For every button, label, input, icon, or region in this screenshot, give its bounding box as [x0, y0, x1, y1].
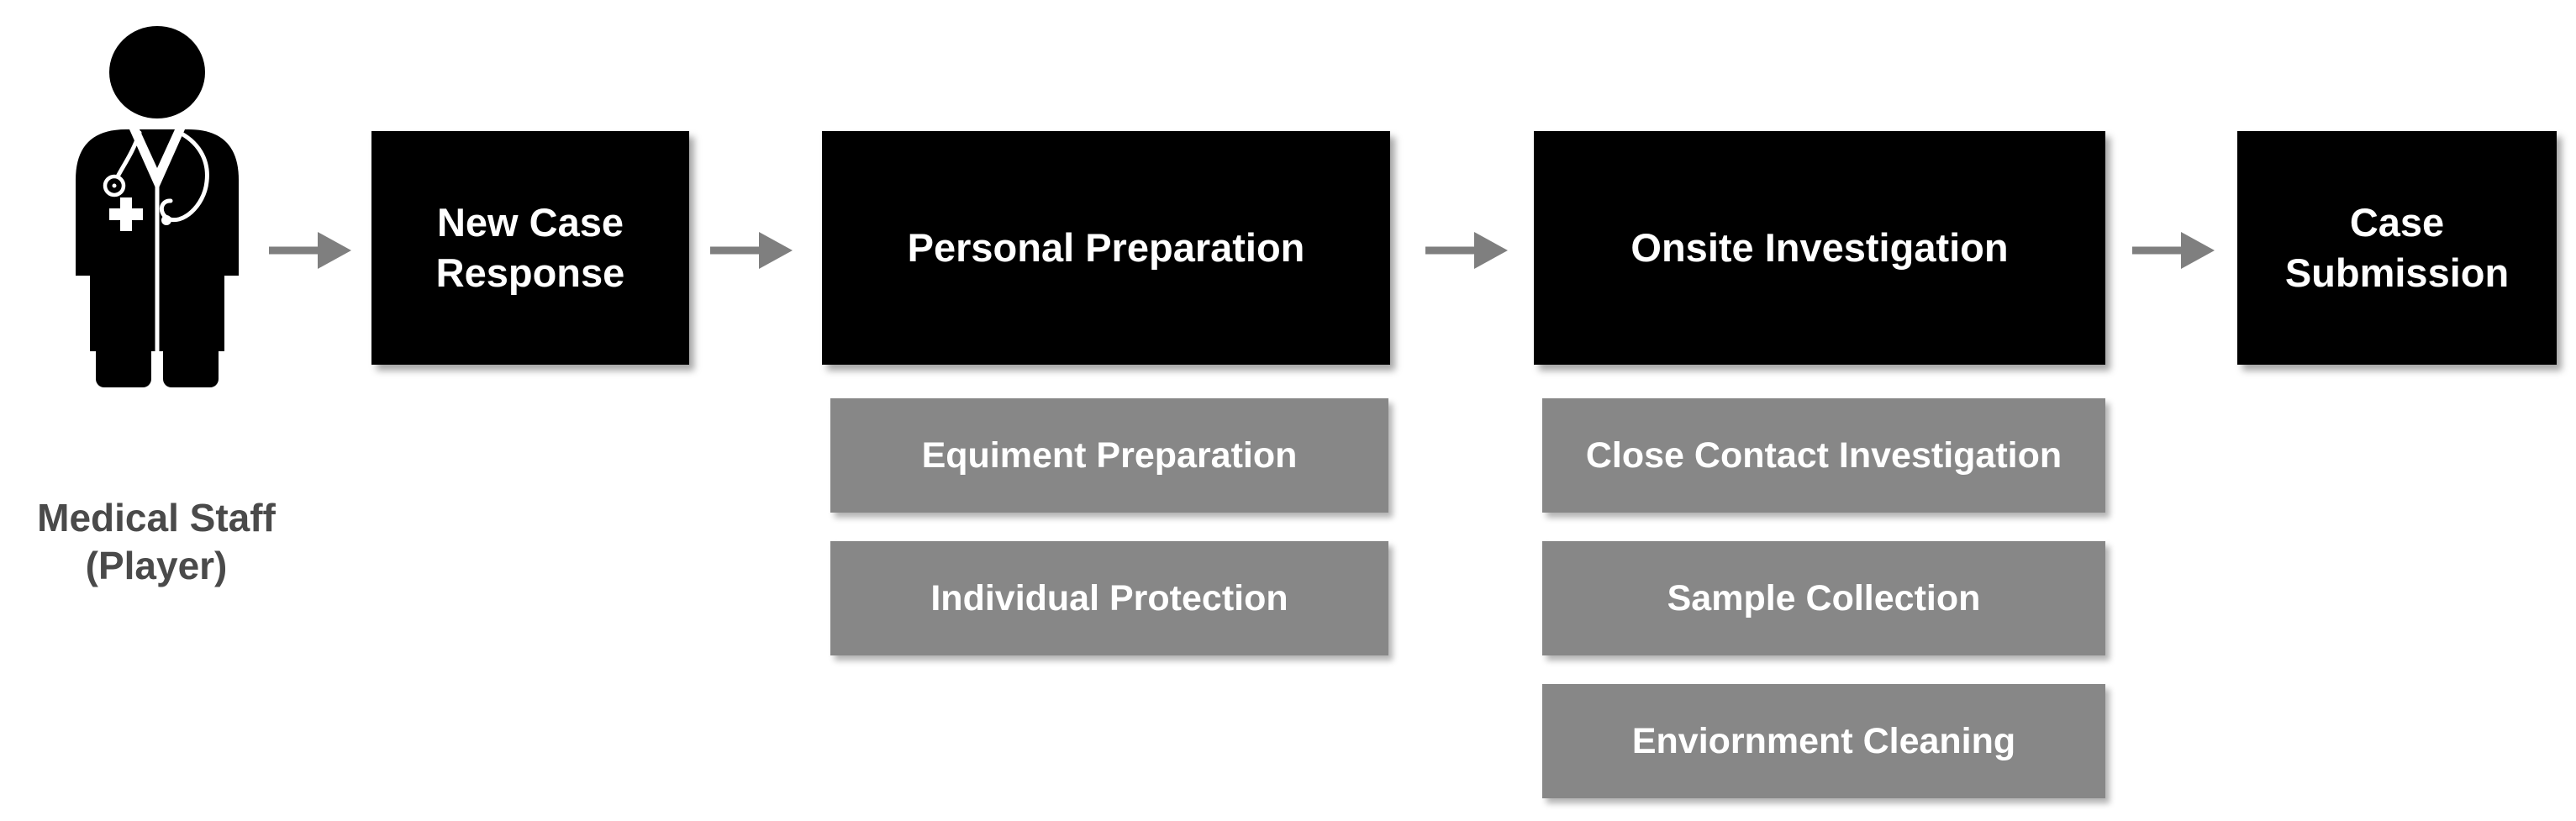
substep-label: Individual Protection [930, 577, 1288, 618]
actor-label-line2: (Player) [85, 544, 228, 587]
substep-equiment-preparation: Equiment Preparation [830, 398, 1388, 513]
substep-label: Enviornment Cleaning [1631, 720, 2016, 761]
stage-box-new-case-response: New Case Response [371, 131, 689, 365]
stage-label: Submission [2284, 250, 2510, 295]
stage-label: Case [2349, 200, 2445, 245]
stage-label: New Case [436, 200, 624, 245]
substep-label: Close Contact Investigation [1585, 434, 2062, 476]
stage-box-personal-preparation: Personal Preparation [822, 131, 1390, 365]
stage-label: Response [435, 250, 625, 295]
medical-staff-icon [76, 26, 239, 387]
substep-sample-collection: Sample Collection [1542, 541, 2105, 655]
stage-label: Personal Preparation [907, 225, 1305, 270]
actor-label: Medical Staff (Player) [5, 494, 308, 590]
arrow-right-icon-4 [2132, 232, 2215, 269]
actor-label-line1: Medical Staff [37, 496, 276, 539]
stage-box-case-submission: Case Submission [2237, 131, 2557, 365]
substep-label: Sample Collection [1667, 577, 1981, 618]
substep-individual-protection: Individual Protection [830, 541, 1388, 655]
substep-close-contact-investigation: Close Contact Investigation [1542, 398, 2105, 513]
substep-enviornment-cleaning: Enviornment Cleaning [1542, 684, 2105, 798]
substep-label: Equiment Preparation [921, 434, 1298, 476]
arrow-right-icon-3 [1425, 232, 1508, 269]
arrow-right-icon-1 [269, 232, 351, 269]
stage-label: Onsite Investigation [1630, 225, 2009, 270]
stage-box-onsite-investigation: Onsite Investigation [1534, 131, 2105, 365]
arrow-right-icon-2 [710, 232, 793, 269]
